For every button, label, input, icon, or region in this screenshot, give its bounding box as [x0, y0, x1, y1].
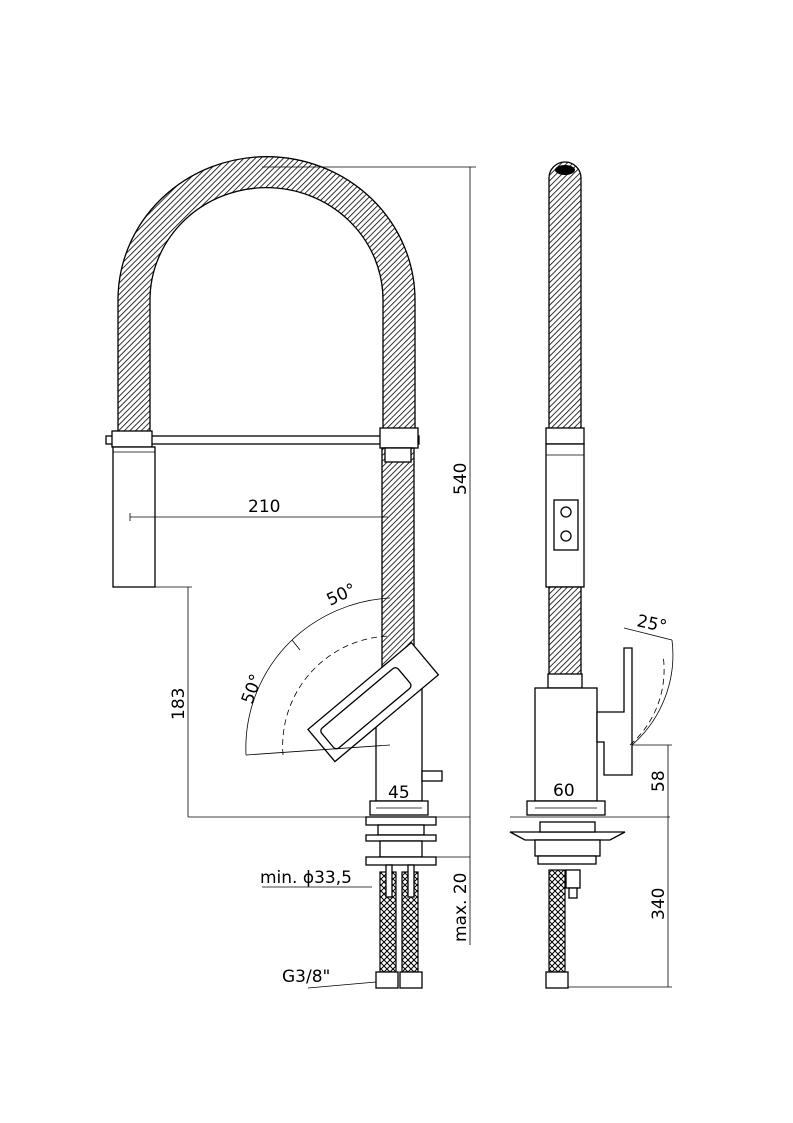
dim-340: 340: [649, 888, 669, 920]
side-spray-buttons: [553, 499, 579, 551]
dim-angle-50-left: 50°: [238, 672, 267, 707]
dim-angle-50-upper: 50°: [324, 580, 360, 611]
dim-540: 540: [451, 463, 471, 495]
front-holder-collar-right: [379, 427, 419, 449]
front-holder-collar-left: [111, 430, 153, 448]
dim-thread: G3/8": [282, 967, 330, 987]
side-lower-hose: [548, 586, 582, 676]
side-view: 60 58 25° 340: [509, 161, 674, 989]
dim-210: 210: [248, 497, 280, 517]
dim-60: 60: [553, 781, 575, 801]
side-hose: [548, 161, 582, 436]
dim-45: 45: [388, 783, 410, 803]
front-holder-bar: [105, 435, 420, 445]
side-lever: [596, 647, 633, 776]
front-lower-hose: [381, 447, 415, 675]
front-view: 210 540 183 50° 50° 45 min. ϕ33,5 max. 2…: [105, 155, 476, 989]
side-supply-hose: [548, 869, 566, 973]
dim-183: 183: [169, 688, 189, 720]
dim-58: 58: [649, 770, 669, 792]
front-hose-arch: [117, 155, 416, 436]
dim-min-hole: min. ϕ33,5: [260, 868, 352, 888]
front-lever: [307, 641, 440, 763]
side-body: [534, 687, 598, 802]
dim-25: 25°: [635, 611, 669, 637]
dim-max-20: max. 20: [451, 873, 471, 942]
